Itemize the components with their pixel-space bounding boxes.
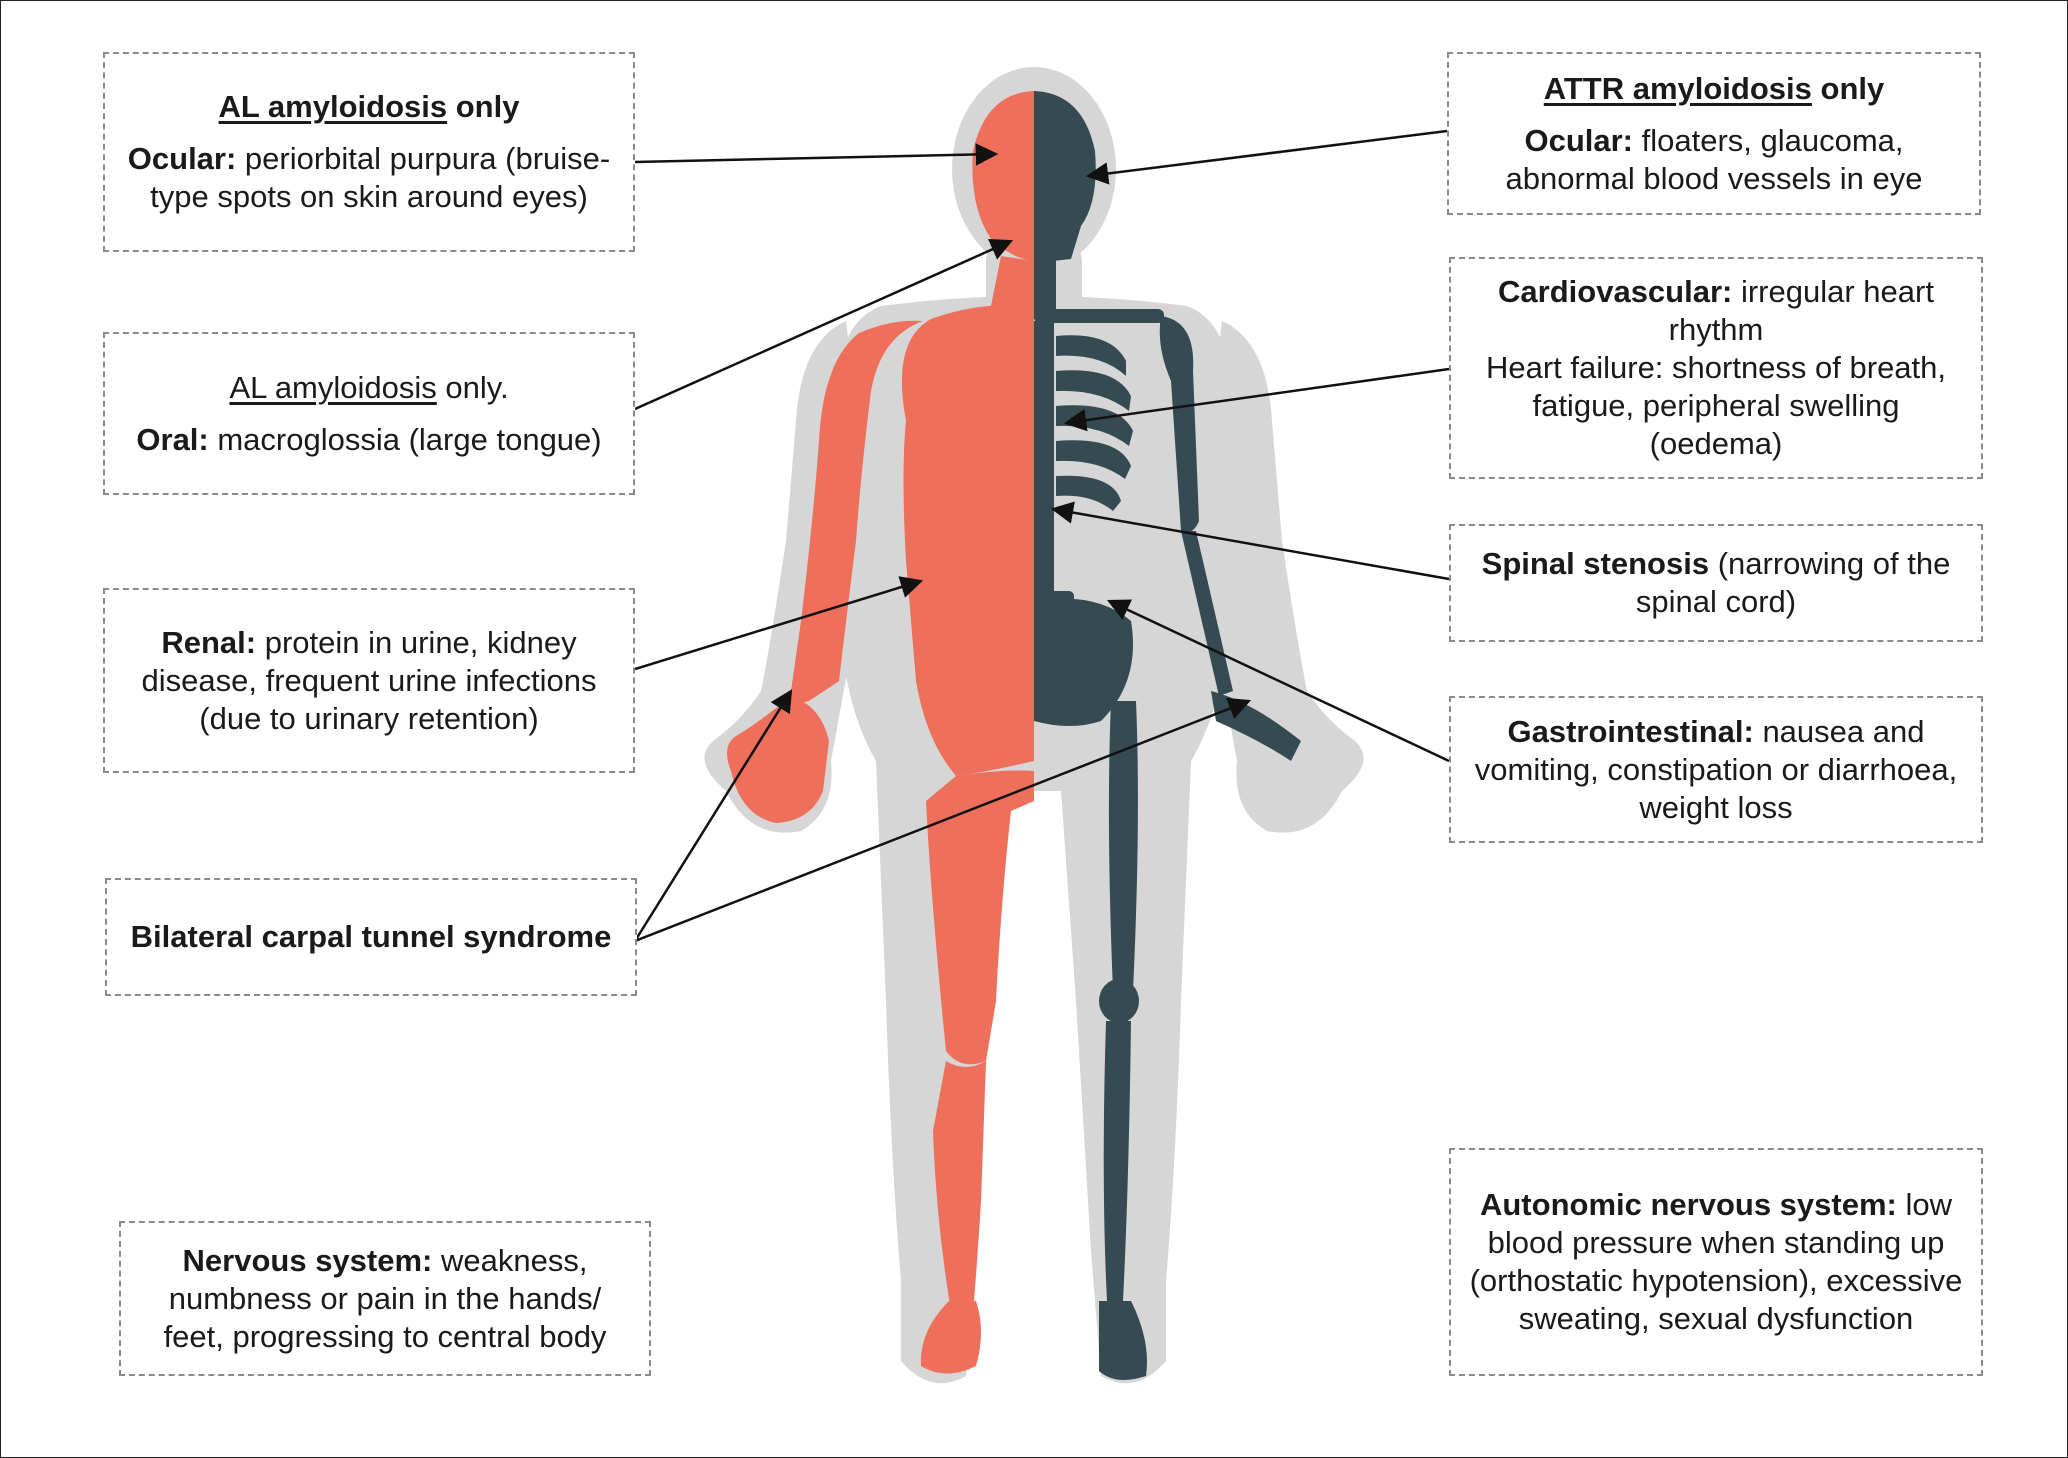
al-oral-heading-suffix: only.	[436, 369, 509, 405]
skeleton-half	[1034, 91, 1301, 1380]
arrow-attr-ocular	[1085, 129, 1448, 185]
renal-label: Renal:	[161, 624, 257, 660]
autonomic-label: Autonomic nervous system:	[1479, 1187, 1897, 1222]
al-ocular-label: Ocular:	[127, 141, 237, 176]
al-oral-text: macroglossia (large tongue)	[208, 421, 602, 457]
gi-text: nausea and vomiting, constipation or dia…	[1474, 713, 1958, 825]
arrow-carpal-right	[634, 697, 1252, 943]
arrow-al-oral	[634, 238, 1014, 411]
al-oral-label: Oral:	[136, 421, 209, 457]
callout-gastrointestinal: Gastrointestinal: nausea and vomiting, c…	[1449, 696, 1983, 843]
al-ocular-text: periorbital purpura (bruise-type spots o…	[150, 141, 611, 214]
callout-autonomic-nervous-system: Autonomic nervous system: low blood pres…	[1449, 1148, 1983, 1376]
attr-ocular-text: floaters, glaucoma, abnormal blood vesse…	[1505, 122, 1923, 196]
nervous-label: Nervous system:	[182, 1242, 433, 1278]
al-oral-heading: AL amyloidosis	[229, 369, 437, 405]
arrow-al-ocular	[634, 143, 999, 166]
arrow-spinal	[1050, 501, 1450, 581]
connector-arrows	[633, 129, 1450, 943]
callout-attr-ocular: ATTR amyloidosis only Ocular: floaters, …	[1447, 52, 1981, 215]
al-ocular-heading: AL amyloidosis	[218, 89, 448, 124]
cardio-text: irregular heart rhythm	[1668, 274, 1934, 347]
callout-al-oral: AL amyloidosis only. Oral: macroglossia …	[103, 332, 635, 495]
callout-nervous-system: Nervous system: weakness, numbness or pa…	[119, 1221, 651, 1376]
arrow-carpal-left	[633, 689, 793, 942]
nervous-text: weakness, numbness or pain in the hands/…	[163, 1242, 607, 1354]
gi-label: Gastrointestinal:	[1507, 713, 1754, 749]
attr-ocular-heading: ATTR amyloidosis	[1543, 70, 1812, 106]
renal-text: protein in urine, kidney disease, freque…	[141, 624, 597, 736]
arrow-cardio	[1063, 367, 1450, 432]
cardio-label: Cardiovascular:	[1498, 274, 1733, 309]
carpal-label: Bilateral carpal tunnel syndrome	[130, 919, 612, 954]
callout-spinal-stenosis: Spinal stenosis (narrowing of the spinal…	[1449, 524, 1983, 642]
callout-cardiovascular: Cardiovascular: irregular heart rhythm H…	[1449, 257, 1983, 479]
autonomic-text: low blood pressure when standing up (ort…	[1469, 1187, 1963, 1336]
callout-renal: Renal: protein in urine, kidney disease,…	[103, 588, 635, 773]
spinal-label: Spinal stenosis	[1481, 546, 1710, 581]
heart-failure-text: Heart failure: shortness of breath, fati…	[1485, 350, 1947, 461]
callout-carpal-tunnel: Bilateral carpal tunnel syndrome	[105, 878, 637, 996]
al-ocular-heading-suffix: only	[447, 89, 520, 124]
muscle-half	[727, 91, 1034, 1374]
spinal-text: (narrowing of the spinal cord)	[1635, 546, 1951, 619]
callout-al-ocular: AL amyloidosis only Ocular: periorbital …	[103, 52, 635, 252]
arrow-renal	[634, 576, 924, 671]
arrow-gi	[1106, 599, 1450, 763]
attr-ocular-heading-suffix: only	[1811, 70, 1885, 106]
attr-ocular-label: Ocular:	[1524, 122, 1633, 158]
